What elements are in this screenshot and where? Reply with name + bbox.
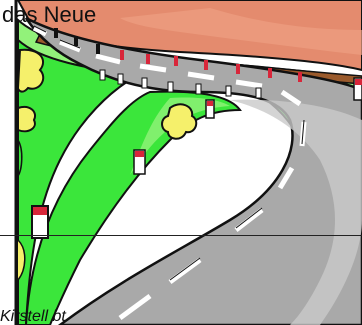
roadside-posts-upper <box>54 28 302 82</box>
marker-post-3 <box>31 205 49 239</box>
bush-left-small <box>17 106 36 133</box>
marker-post-4 <box>353 77 362 101</box>
left-grass <box>17 37 144 325</box>
marker-post-2 <box>133 149 146 175</box>
caption-bottom: Kirstell bt <box>0 309 66 325</box>
inner-grass <box>24 90 242 325</box>
roadside-posts-lower <box>99 69 262 99</box>
marker-post-1 <box>205 99 215 119</box>
horizontal-rule <box>0 235 362 236</box>
bush-left <box>16 48 45 93</box>
caption-top: das Neue <box>2 2 97 27</box>
bush-island <box>161 103 198 140</box>
